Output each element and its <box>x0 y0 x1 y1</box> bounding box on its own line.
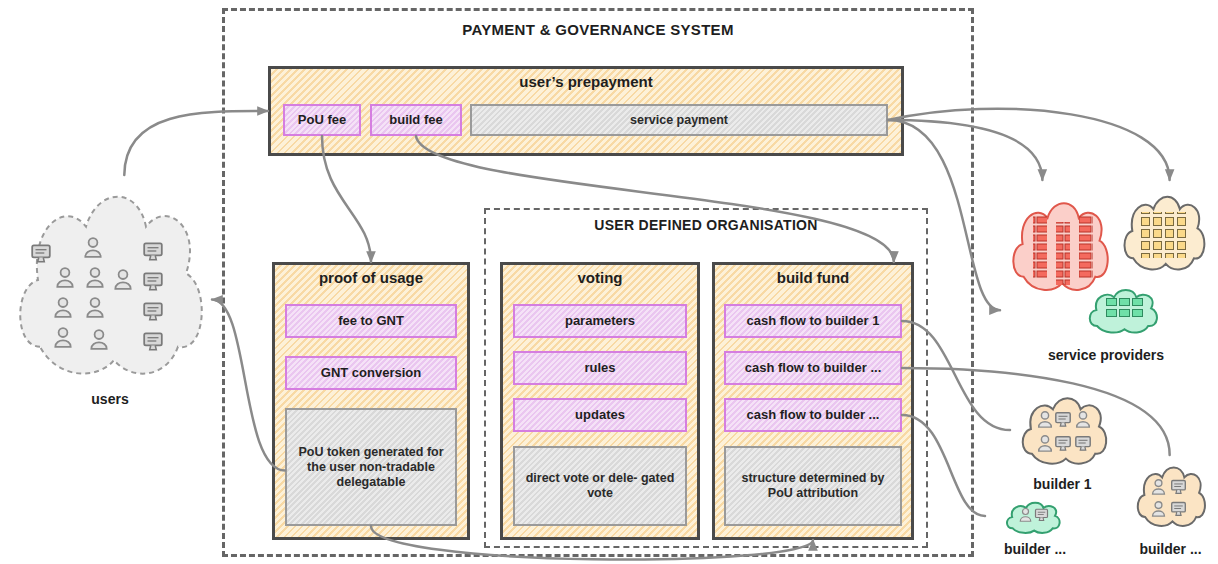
server-stack <box>1056 222 1070 285</box>
person-icon <box>91 330 106 349</box>
server-stack <box>1033 215 1047 278</box>
cloud-outline <box>1013 203 1107 290</box>
panel-heading: voting <box>503 265 697 287</box>
person-icon <box>1153 502 1165 516</box>
boundary-title: USER DEFINED ORGANISATION <box>486 210 926 234</box>
cloud-group: builder 1 <box>1010 385 1115 495</box>
item-label: cash flow to bulder ... <box>747 407 880 423</box>
person-icon <box>87 268 102 287</box>
person-icon <box>1039 412 1052 427</box>
cloud-group: users <box>8 175 212 410</box>
person-icon <box>115 270 130 289</box>
server-stack <box>1079 215 1093 278</box>
computer-icon <box>32 245 50 261</box>
person-icon <box>87 298 102 317</box>
cloud-outline <box>1023 398 1106 463</box>
cloud-outline <box>20 197 202 374</box>
flow-connector <box>902 321 1010 430</box>
note-text: direct vote or dele- gated vote <box>521 471 679 501</box>
item-box: GNT conversion <box>285 356 457 390</box>
panel-box: build fund cash flow to builder 1 cash flo… <box>712 262 914 540</box>
cloud-outline <box>1090 290 1157 332</box>
computer-icon <box>144 333 162 350</box>
computer-icon <box>144 243 162 259</box>
boundary-title: PAYMENT & GOVERNANCE SYSTEM <box>225 11 971 39</box>
person-icon <box>1020 509 1031 522</box>
flow-connector <box>888 120 1042 180</box>
system-boundary: PAYMENT & GOVERNANCE SYSTEM user’s prepay… <box>222 8 974 557</box>
computer-icon <box>1056 413 1070 427</box>
item-box: cash flow to builder ... <box>724 351 902 385</box>
item-box: fee to GNT <box>285 304 457 338</box>
person-icon <box>85 238 100 257</box>
note-text: service payment <box>630 113 728 128</box>
cloud-group: builder ... <box>1128 455 1213 560</box>
cloud-outline <box>1138 468 1205 526</box>
note-box: service payment <box>470 104 888 136</box>
panel-box: voting parameters rules updates direct vote … <box>500 262 700 540</box>
panel-heading: user’s prepayment <box>271 69 901 91</box>
computer-icon <box>1172 503 1186 516</box>
person-icon <box>57 268 72 287</box>
person-icon <box>1039 436 1052 451</box>
organisation-boundary: USER DEFINED ORGANISATION voting parameter… <box>484 208 928 548</box>
server-stack <box>1140 212 1188 258</box>
builder-clouds <box>1007 398 1205 533</box>
users-cloud <box>20 197 202 374</box>
item-label: GNT conversion <box>321 365 421 381</box>
cloud-label: service providers <box>1048 347 1164 366</box>
computer-icon <box>144 273 162 290</box>
cloud-group: service providers <box>1000 180 1212 366</box>
item-label: rules <box>584 360 615 376</box>
note-text: PoU token generated for the user non-tra… <box>293 445 449 490</box>
item-box: PoU fee <box>283 104 361 136</box>
flow-connector <box>124 111 268 175</box>
service-provider-clouds <box>1013 197 1204 333</box>
note-box: direct vote or dele- gated vote <box>513 446 687 526</box>
computer-icon <box>1036 509 1048 520</box>
person-icon <box>1153 480 1165 494</box>
item-label: cash flow to builder 1 <box>747 313 880 329</box>
cloud-label: builder 1 <box>1033 476 1091 495</box>
item-box: parameters <box>513 304 687 338</box>
computer-icon <box>1056 437 1070 451</box>
item-label: parameters <box>565 313 635 329</box>
cloud-label: users <box>91 391 128 410</box>
computer-icon <box>144 303 162 320</box>
cloud-outline <box>1125 197 1205 270</box>
item-box: updates <box>513 398 687 432</box>
item-label: cash flow to builder ... <box>745 360 882 376</box>
item-box: rules <box>513 351 687 385</box>
panel-heading: proof of usage <box>275 265 467 287</box>
panel-heading: build fund <box>715 265 911 287</box>
cloud-label: builder ... <box>1139 541 1201 560</box>
panel-box: proof of usage fee to GNT GNT conversionPo… <box>272 262 470 540</box>
person-icon <box>55 328 70 347</box>
cloud-group: builder ... <box>985 497 1085 560</box>
flow-connector <box>888 109 1170 180</box>
note-text: structure determined by PoU attribution <box>732 471 894 501</box>
person-icon <box>55 298 70 317</box>
cloud-outline <box>1007 503 1060 533</box>
server-stack <box>1104 298 1143 320</box>
computer-icon <box>1172 481 1186 494</box>
item-label: build fee <box>389 112 442 128</box>
computer-icon <box>1076 437 1090 451</box>
person-icon <box>1077 412 1090 427</box>
cloud-label: builder ... <box>1004 541 1066 560</box>
item-box: build fee <box>370 104 462 136</box>
flow-connector <box>902 368 1170 455</box>
note-box: PoU token generated for the user non-tra… <box>285 408 457 526</box>
note-box: structure determined by PoU attribution <box>724 446 902 526</box>
item-label: updates <box>575 407 625 423</box>
item-label: PoU fee <box>298 112 346 128</box>
item-box: cash flow to bulder ... <box>724 398 902 432</box>
item-box: cash flow to builder 1 <box>724 304 902 338</box>
panel-box: user’s prepaymentPoU fee build fee service… <box>268 66 904 156</box>
item-label: fee to GNT <box>338 313 404 329</box>
